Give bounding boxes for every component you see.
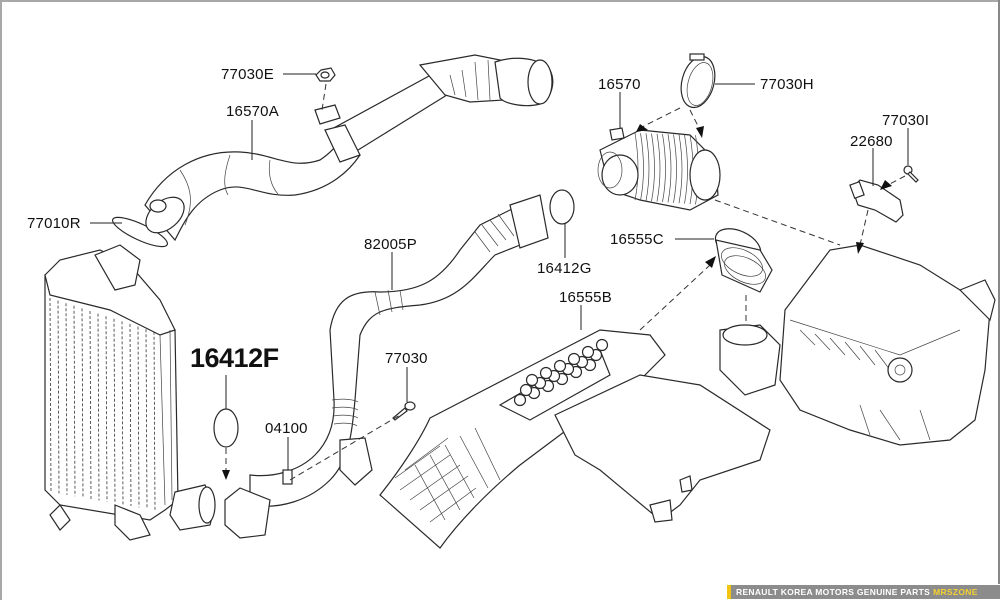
core-fin [65, 303, 68, 495]
core-fin [57, 300, 60, 494]
callout-16570a[interactable]: 16570A [226, 103, 279, 120]
core-fin [89, 310, 92, 500]
bolt-77030i [903, 165, 919, 183]
outlet-fitting-drawing [169, 484, 216, 531]
core-fin [129, 323, 132, 507]
o-ring-77010r [112, 216, 168, 248]
callout-16555c[interactable]: 16555C [610, 231, 664, 248]
o-ring-16412f [213, 408, 239, 448]
callout-04100[interactable]: 04100 [265, 420, 308, 437]
core-fin [73, 305, 76, 497]
bellows-rib [640, 133, 644, 201]
filter-cell [581, 345, 595, 359]
core-fin [121, 321, 124, 505]
bellows-rib [662, 133, 666, 203]
core-fin [105, 316, 108, 502]
o-ring-16412g [549, 189, 575, 225]
filter-cell [553, 359, 567, 373]
filter-cell [539, 366, 553, 380]
core-fin [49, 297, 52, 493]
callout-16570[interactable]: 16570 [598, 76, 641, 93]
seal-16555c-drawing [714, 228, 773, 293]
bellows-rib [684, 134, 688, 204]
bellows-rib [656, 133, 661, 202]
footer-site-text: MRSZONE [933, 587, 978, 597]
filter-cell [513, 393, 527, 407]
nut-77030e [315, 67, 336, 82]
clamp-77030h-drawing [680, 53, 716, 109]
leader-lines [90, 73, 909, 470]
bellows-rib [645, 133, 650, 201]
intercooler-drawing [44, 244, 179, 541]
bellows-rib [673, 134, 677, 203]
footer-accent-bar [727, 585, 731, 599]
core-fin [97, 313, 100, 501]
callout-22680[interactable]: 22680 [850, 133, 893, 150]
duct-16555b-drawing [379, 329, 771, 549]
engine-assembly-drawing [719, 244, 996, 446]
core-fin [137, 326, 140, 508]
filter-cell [519, 383, 533, 397]
frame-border-left [0, 0, 2, 600]
bellows-rib [651, 133, 655, 202]
hose-82005p-drawing [224, 194, 549, 539]
hose-16570a-drawing [144, 54, 554, 242]
footer-brand-text: RENAULT KOREA MOTORS GENUINE PARTS [736, 587, 931, 597]
bellows-rib [667, 134, 672, 203]
frame-border-top [0, 0, 1000, 2]
callout-77010r[interactable]: 77010R [27, 215, 81, 232]
core-fin [113, 318, 116, 504]
callout-82005p[interactable]: 82005P [364, 236, 417, 253]
filter-cell [567, 352, 581, 366]
bellows-rib [678, 134, 683, 204]
bellows-rib [634, 132, 639, 201]
callout-77030e[interactable]: 77030E [221, 66, 274, 83]
hose-16570-drawing [597, 127, 721, 211]
clip-04100 [282, 469, 293, 485]
callout-16412f[interactable]: 16412F [190, 343, 279, 373]
core-fin [81, 308, 84, 498]
frame-border-right [998, 0, 1000, 584]
callout-77030i[interactable]: 77030I [882, 112, 930, 129]
footer-watermark: RENAULT KOREA MOTORS GENUINE PARTS MRSZO… [727, 585, 1000, 599]
filter-cell [525, 373, 539, 387]
filter-cell [595, 338, 609, 352]
callout-77030h[interactable]: 77030H [760, 76, 814, 93]
sensor-22680-drawing [849, 179, 904, 223]
callout-16412g[interactable]: 16412G [537, 260, 592, 277]
assembly-lines [222, 83, 906, 481]
callout-77030[interactable]: 77030 [385, 350, 428, 367]
callout-16555b[interactable]: 16555B [559, 289, 612, 306]
